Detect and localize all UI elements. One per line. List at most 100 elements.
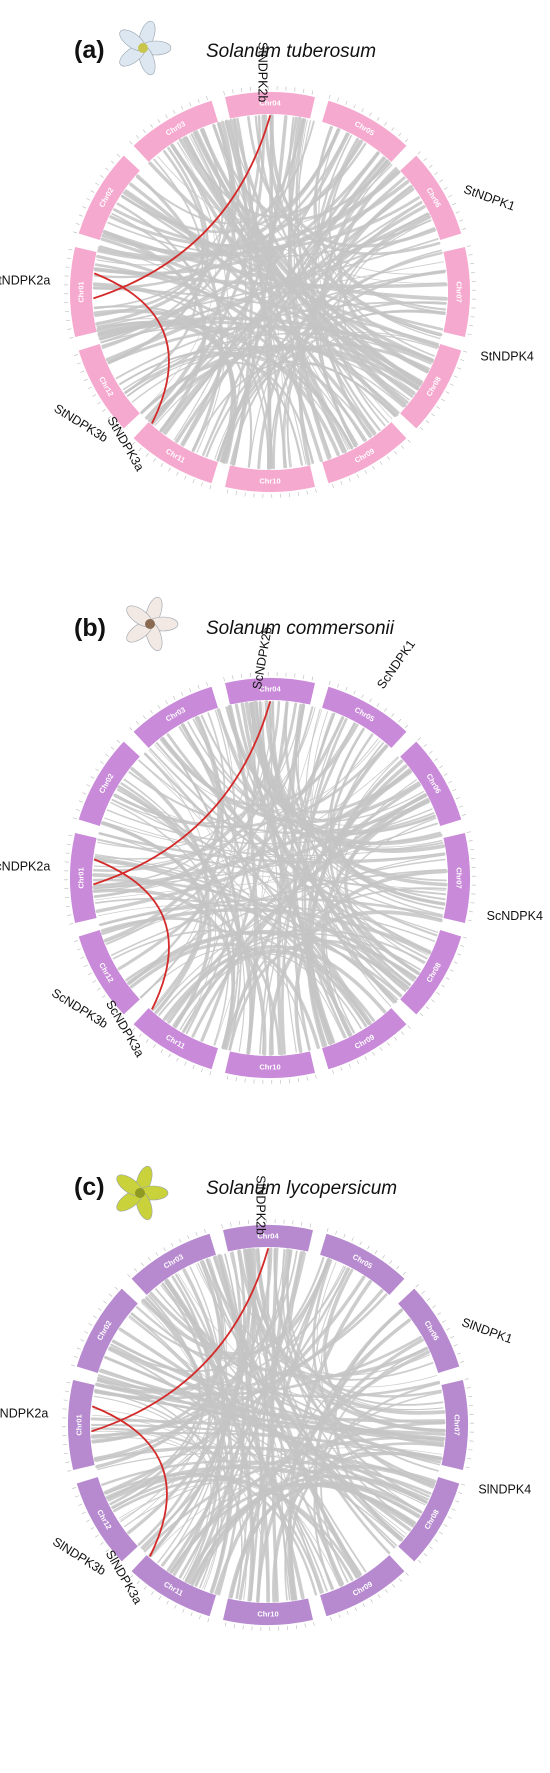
- synteny-link: [145, 1297, 444, 1411]
- gene-label: StNDPK4: [480, 349, 534, 363]
- tick-mark: [78, 214, 83, 217]
- tick-mark: [187, 1235, 190, 1240]
- synteny-link: [127, 1247, 257, 1535]
- tick-mark: [92, 980, 97, 983]
- tick-mark: [69, 337, 74, 339]
- tick-mark: [417, 151, 421, 155]
- gene-label: ScNDPK1: [374, 637, 418, 691]
- tick-mark: [437, 1312, 441, 1316]
- tick-mark: [459, 805, 464, 808]
- chromosome-label: Chr01: [75, 1414, 84, 1435]
- chromosome-arc: [133, 1008, 218, 1070]
- panel-a: (a) Solanum tuberosum Chr01Chr02Chr03Chr…: [0, 20, 534, 498]
- tick-mark: [119, 429, 123, 433]
- tick-mark: [150, 710, 153, 714]
- chromosome-arc: [441, 1380, 468, 1470]
- synteny-link: [159, 176, 406, 432]
- tick-mark: [65, 1461, 70, 1463]
- tick-mark: [129, 727, 133, 731]
- synteny-link: [166, 933, 421, 1022]
- tick-mark: [166, 1600, 169, 1605]
- chromosome-arc: [322, 686, 407, 748]
- tick-mark: [195, 1231, 198, 1236]
- tick-mark: [107, 416, 112, 420]
- synteny-link: [95, 1265, 345, 1463]
- tick-mark: [469, 325, 474, 327]
- tick-mark: [466, 831, 471, 833]
- tick-mark: [72, 817, 77, 820]
- tick-mark: [116, 153, 121, 158]
- tick-mark: [348, 477, 351, 482]
- chromosome-label: Chr07: [453, 1414, 462, 1435]
- synteny-link: [100, 1368, 402, 1542]
- tick-mark: [223, 91, 225, 96]
- tick-mark: [343, 1233, 346, 1238]
- tick-mark: [160, 1049, 164, 1053]
- tick-mark: [351, 1237, 354, 1242]
- tick-mark: [400, 1031, 405, 1035]
- tick-mark: [404, 724, 409, 729]
- panel-letter: (c): [74, 1173, 105, 1201]
- tick-mark: [311, 90, 314, 95]
- tick-mark: [423, 743, 427, 748]
- tick-mark: [429, 1546, 433, 1550]
- flower-icon: [126, 596, 179, 652]
- synteny-link: [95, 872, 447, 901]
- tick-mark: [117, 1562, 121, 1566]
- tick-mark: [304, 1623, 306, 1628]
- synteny-link: [92, 769, 413, 890]
- tick-mark: [297, 1077, 299, 1083]
- tick-mark: [95, 182, 99, 186]
- tick-mark: [362, 1603, 365, 1608]
- tick-mark: [230, 1222, 232, 1227]
- tick-mark: [374, 1250, 378, 1254]
- tick-mark: [140, 1262, 144, 1267]
- highlight-links: [93, 115, 271, 424]
- tick-mark: [439, 179, 443, 183]
- synteny-link: [101, 1460, 420, 1519]
- synteny-link: [249, 702, 443, 916]
- tick-mark: [65, 905, 71, 907]
- tick-mark: [439, 1531, 443, 1535]
- tick-mark: [421, 1290, 425, 1295]
- tick-mark: [448, 781, 453, 784]
- panel-letter: (a): [74, 36, 105, 64]
- synteny-link: [294, 869, 448, 1054]
- tick-mark: [407, 1025, 411, 1029]
- flower-center: [135, 1188, 145, 1198]
- tick-mark: [155, 1252, 159, 1256]
- tick-mark: [423, 1553, 428, 1557]
- chromosome-arc: [322, 422, 407, 484]
- tick-mark: [142, 715, 146, 720]
- tick-mark: [436, 406, 440, 409]
- tick-mark: [458, 1492, 463, 1495]
- tick-mark: [434, 172, 438, 175]
- tick-mark: [361, 694, 364, 699]
- chromosome-label: Chr04: [257, 1232, 279, 1241]
- tick-mark: [441, 984, 445, 988]
- tick-mark: [431, 999, 435, 1003]
- chromosome-arc: [133, 686, 218, 748]
- tick-mark: [301, 1221, 303, 1226]
- tick-mark: [353, 690, 356, 695]
- tick-mark: [389, 1260, 393, 1264]
- tick-mark: [441, 1320, 446, 1323]
- tick-mark: [168, 467, 171, 472]
- gene-label: SlNDPK2a: [0, 1406, 48, 1420]
- chromosome-arc: [443, 833, 470, 923]
- tick-mark: [466, 1387, 471, 1389]
- tick-mark: [345, 100, 348, 105]
- tick-mark: [462, 814, 467, 816]
- tick-mark: [425, 1006, 430, 1010]
- tick-mark: [376, 703, 380, 707]
- tick-mark: [370, 1598, 373, 1603]
- tick-mark: [434, 758, 438, 761]
- synteny-link: [214, 709, 323, 1046]
- tick-mark: [446, 1328, 451, 1331]
- tick-mark: [182, 1608, 185, 1613]
- tick-mark: [150, 124, 153, 128]
- synteny-link: [281, 722, 356, 1055]
- chromosome-label: Chr07: [455, 867, 464, 888]
- tick-mark: [168, 1053, 171, 1058]
- chromosome-ring: Chr01Chr02Chr03Chr04Chr05Chr06Chr07Chr08…: [64, 672, 476, 1084]
